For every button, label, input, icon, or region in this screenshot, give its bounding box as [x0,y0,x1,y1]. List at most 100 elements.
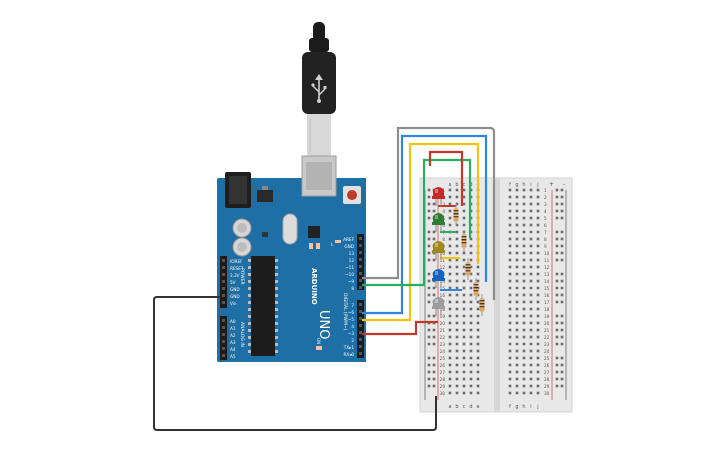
pin-label: 2 [351,338,354,343]
resistor-group [453,204,485,316]
row-number: 24 [440,349,446,354]
blue-led[interactable] [432,269,445,288]
row-number: 6 [544,223,547,228]
pin-label: TX▸1 [343,345,355,350]
row-number: 11 [440,258,446,263]
row-number: 13 [544,272,550,277]
resistor[interactable] [453,204,459,226]
pin-label: RX◂0 [343,352,354,357]
wire-blue[interactable] [362,134,488,315]
yellow-led[interactable] [432,241,445,260]
row-number: 8 [442,237,445,242]
green-led[interactable] [432,213,445,232]
col-letter: c [463,182,466,188]
row-number: 15 [544,286,550,291]
col-letter: b [455,182,458,188]
usb-icon [311,74,327,103]
col-letter: i [530,404,531,410]
col-letter: i [530,182,531,188]
wire-yellow[interactable] [362,142,480,322]
pin-label: 5V [230,280,236,285]
row-number: 8 [544,237,547,242]
usb-cable[interactable] [302,22,336,156]
col-letter: e [476,404,479,410]
row-number: 3 [544,202,547,207]
model-text: UNO [316,310,331,339]
row-number: 22 [440,335,446,340]
reset-button[interactable] [343,186,361,204]
digital-header-bottom [357,300,364,358]
pin-label: ~5 [348,317,355,322]
pin-label: RESET [230,266,244,271]
pin-label: A3 [230,340,236,345]
resistor[interactable] [479,294,485,316]
wire-red-top[interactable] [428,150,464,206]
wire-black-ground[interactable] [153,296,437,431]
row-number: 2 [544,195,547,200]
pin-label: 13 [349,251,355,256]
white-led[interactable] [432,297,445,316]
row-number: 23 [440,342,446,347]
row-number: 15 [440,286,446,291]
row-number: 26 [440,363,446,368]
row-number: 22 [544,335,550,340]
pin-label: AREF [343,237,354,242]
row-number: 21 [544,328,550,333]
resistor[interactable] [465,258,471,280]
row-number: 16 [440,293,446,298]
pin-label: ~11 [345,265,354,270]
pin-label: 3.3V [230,273,240,278]
row-number: 4 [442,209,445,214]
pin-label: A1 [230,326,236,331]
row-number: 4 [544,209,547,214]
rail-plus-label: + [549,181,554,188]
wire-red-bottom[interactable] [362,320,438,336]
row-number: 23 [544,342,550,347]
led-group [432,187,445,316]
col-letter: c [463,404,466,410]
red-led[interactable] [432,187,445,206]
digital-label: DIGITAL (PWM~) [342,293,348,331]
row-number: 29 [440,384,446,389]
wires [153,126,496,431]
pin-label: ~9 [348,279,355,284]
pin-label: ~6 [348,310,355,315]
col-letter: h [522,404,525,410]
row-number: 20 [544,321,550,326]
microcontroller-chip [251,256,275,356]
row-number: 3 [442,202,445,207]
row-number: 7 [544,230,547,235]
pin-label: GND [230,294,240,299]
row-number: 27 [440,370,446,375]
row-number: 29 [544,384,550,389]
pin-label: A2 [230,333,236,338]
row-number: 26 [544,363,550,368]
row-number: 9 [544,244,547,249]
resistor[interactable] [461,230,467,252]
rail-minus-label: - [563,181,565,188]
row-number: 18 [544,307,550,312]
pin-label: 8 [351,286,354,291]
wire-green[interactable] [362,158,472,287]
pin-label: GND [344,244,354,249]
resistor[interactable] [473,278,479,300]
col-letter: f [509,404,511,410]
pin-label: Vin [230,301,237,306]
row-number: 14 [544,279,550,284]
row-number: 30 [440,391,446,396]
row-number: 10 [544,251,550,256]
col-letter: g [515,404,518,410]
pin-label: A5 [230,354,236,359]
pin-label: IOREF [230,259,243,264]
col-letter: a [448,182,451,188]
pin-label: ~3 [348,331,355,336]
row-number: 6 [442,223,445,228]
row-number: 28 [544,377,550,382]
col-letter: j [536,182,538,188]
l-label: L [331,242,334,248]
wire-gray[interactable] [362,126,496,300]
col-letter: d [469,404,472,410]
